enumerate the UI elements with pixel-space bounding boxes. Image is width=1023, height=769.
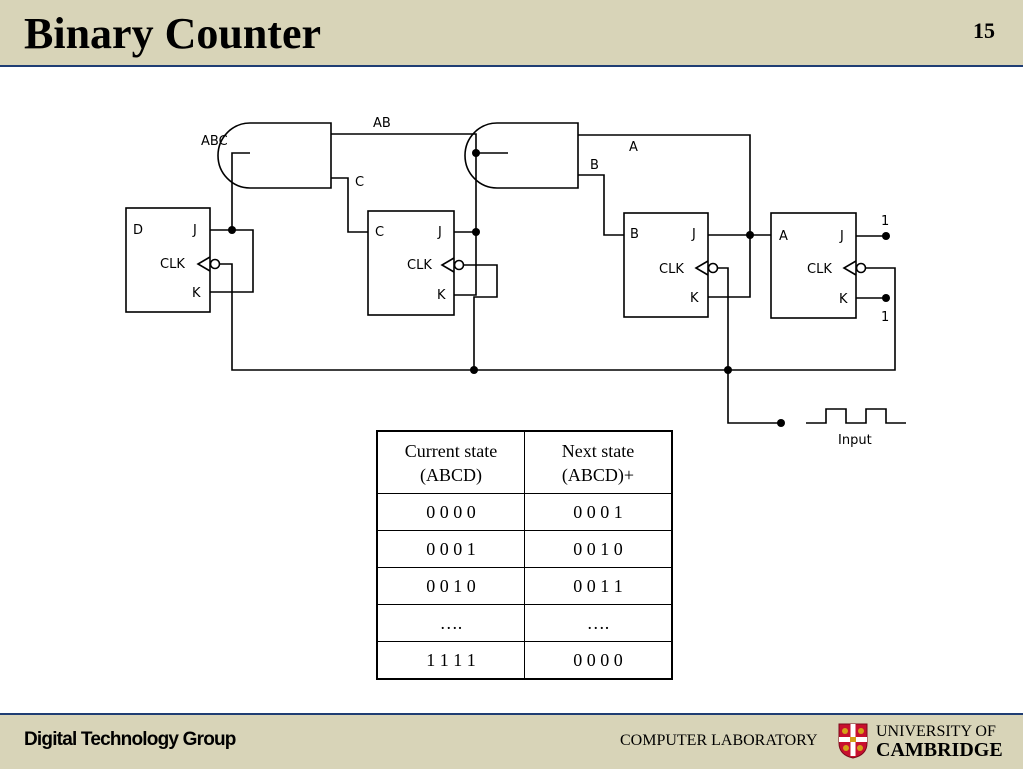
header-current-line2: (ABCD) bbox=[420, 464, 482, 485]
circuit-diagram: ABC AB C A B D J CLK K C J CLK K B J CLK… bbox=[125, 116, 906, 448]
label-abc: ABC bbox=[201, 134, 228, 149]
label-k-high: 1 bbox=[881, 310, 889, 325]
group-name: Digital Technology Group bbox=[24, 729, 236, 750]
lab-name: COMPUTER LABORATORY bbox=[620, 732, 818, 749]
flip-flop-c bbox=[367, 210, 455, 316]
university-line2: CAMBRIDGE bbox=[876, 739, 1003, 761]
header-next-state: Next state (ABCD)+ bbox=[524, 430, 673, 494]
ff-c-clk: CLK bbox=[407, 258, 432, 273]
label-input: Input bbox=[838, 433, 872, 448]
slide-title: Binary Counter bbox=[24, 9, 321, 58]
page-number: 15 bbox=[973, 18, 995, 43]
clk-marker-a bbox=[842, 260, 867, 276]
university-wordmark: UNIVERSITY OF CAMBRIDGE bbox=[876, 722, 1003, 760]
label-ab: AB bbox=[373, 116, 391, 131]
cell-next: 0 0 0 1 bbox=[524, 493, 673, 531]
label-j-high: 1 bbox=[881, 214, 889, 229]
table-row: 0 0 0 1 0 0 1 0 bbox=[376, 530, 673, 568]
university-line1: UNIVERSITY OF bbox=[876, 723, 996, 740]
and-gate-abc bbox=[217, 122, 332, 189]
flip-flop-b bbox=[623, 212, 709, 318]
clk-marker-b bbox=[694, 260, 719, 276]
ff-d-j: J bbox=[192, 223, 197, 238]
ff-c-k: K bbox=[437, 288, 446, 303]
cell-current: 0 0 0 1 bbox=[376, 530, 525, 568]
clk-marker-c bbox=[440, 257, 465, 273]
clk-marker-d bbox=[196, 256, 221, 272]
table-row: 0 0 1 0 0 0 1 1 bbox=[376, 567, 673, 605]
cell-next: 0 0 0 0 bbox=[524, 641, 673, 680]
ff-b-clk: CLK bbox=[659, 262, 684, 277]
ff-d-clk: CLK bbox=[160, 257, 185, 272]
ff-d-name: D bbox=[133, 223, 143, 238]
state-table: Current state (ABCD) Next state (ABCD)+ … bbox=[376, 430, 673, 680]
clock-waveform bbox=[806, 408, 906, 424]
ff-b-k: K bbox=[690, 291, 699, 306]
flip-flop-d bbox=[125, 207, 211, 313]
slide-footer: Digital Technology Group COMPUTER LABORA… bbox=[0, 713, 1023, 769]
ff-a-clk: CLK bbox=[807, 262, 832, 277]
cell-next: 0 0 1 0 bbox=[524, 530, 673, 568]
ff-c-name: C bbox=[375, 225, 384, 240]
cell-next: …. bbox=[524, 604, 673, 642]
table-row: 0 0 0 0 0 0 0 1 bbox=[376, 493, 673, 531]
label-a-feedback: A bbox=[629, 140, 638, 155]
slide-header: Binary Counter 15 bbox=[0, 0, 1023, 67]
ff-b-j: J bbox=[691, 227, 696, 242]
ff-a-k: K bbox=[839, 292, 848, 307]
ff-a-j: J bbox=[839, 229, 844, 244]
header-next-line2: (ABCD)+ bbox=[561, 464, 635, 485]
cell-next: 0 0 1 1 bbox=[524, 567, 673, 605]
cell-current: 1 1 1 1 bbox=[376, 641, 525, 680]
junction-dots bbox=[228, 149, 890, 427]
table-header-row: Current state (ABCD) Next state (ABCD)+ bbox=[376, 430, 673, 494]
ff-d-k: K bbox=[192, 286, 201, 301]
header-next-line1: Next state bbox=[561, 440, 635, 461]
header-current-state: Current state (ABCD) bbox=[376, 430, 525, 494]
label-c-feedback: C bbox=[355, 175, 364, 190]
circuit-wires bbox=[210, 133, 896, 424]
cell-current: 0 0 0 0 bbox=[376, 493, 525, 531]
and-gate-ab bbox=[464, 122, 579, 189]
table-row: …. …. bbox=[376, 604, 673, 642]
header-current-line1: Current state bbox=[404, 440, 498, 461]
cell-current: …. bbox=[376, 604, 525, 642]
ff-b-name: B bbox=[630, 227, 639, 242]
ff-c-j: J bbox=[437, 225, 442, 240]
table-row: 1 1 1 1 0 0 0 0 bbox=[376, 641, 673, 680]
cambridge-crest-icon bbox=[838, 723, 868, 759]
ff-a-name: A bbox=[779, 229, 788, 244]
cell-current: 0 0 1 0 bbox=[376, 567, 525, 605]
label-b-feedback: B bbox=[590, 158, 599, 173]
flip-flop-a bbox=[770, 212, 857, 319]
